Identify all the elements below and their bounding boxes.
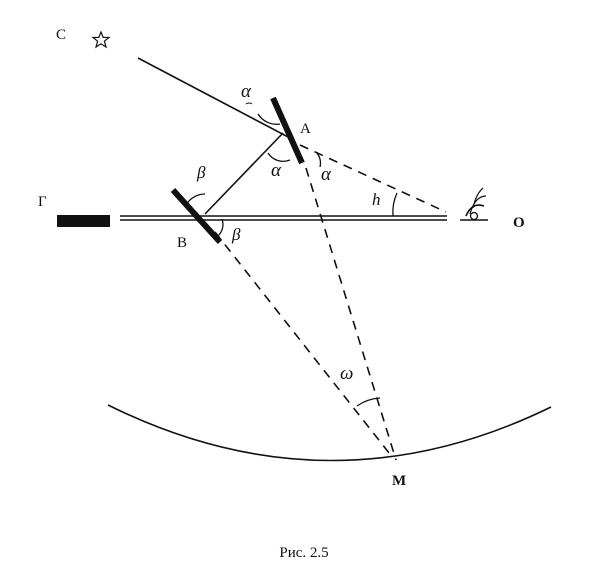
label-angle-beta-bottom: β: [231, 225, 241, 244]
mirror-a: [270, 96, 305, 165]
ray-a-to-b: [204, 132, 284, 215]
arc-beta-top: [185, 193, 206, 206]
label-angle-beta-top: β: [196, 163, 206, 182]
label-observer: O: [513, 215, 525, 231]
label-angle-alpha-outside: α: [321, 164, 332, 185]
dashed-normal-b: [214, 231, 394, 459]
label-angle-alpha-incident: α: [241, 81, 252, 102]
mirror-b: [170, 187, 223, 245]
arc-h: [392, 192, 398, 217]
label-horizon-object: Г: [38, 194, 47, 210]
arc-omega: [356, 397, 381, 407]
label-mirror-a: A: [300, 121, 311, 137]
label-angle-omega: ω: [340, 363, 353, 384]
alpha-tilde-mark: [245, 102, 253, 105]
earth-arc: [107, 404, 552, 462]
horizon-object-bar: [57, 215, 110, 227]
arc-alpha-reflect: [267, 152, 291, 162]
label-mirror-b: B: [177, 235, 187, 251]
label-center-point: M: [392, 473, 406, 489]
star-ray: [137, 57, 291, 139]
arc-alpha-incident: [257, 113, 281, 125]
dashed-a-to-o: [299, 144, 447, 213]
arc-beta-bottom: [217, 218, 224, 237]
eye-icon: [460, 187, 488, 221]
figure-caption: Рис. 2.5: [279, 545, 328, 561]
label-angle-h: h: [372, 190, 381, 209]
dashed-normal-a: [305, 167, 397, 461]
arc-alpha-outside: [315, 151, 322, 168]
label-star-point: C: [56, 27, 66, 43]
label-angle-alpha-reflect: α: [271, 160, 282, 181]
star-outline-icon: [91, 30, 111, 49]
